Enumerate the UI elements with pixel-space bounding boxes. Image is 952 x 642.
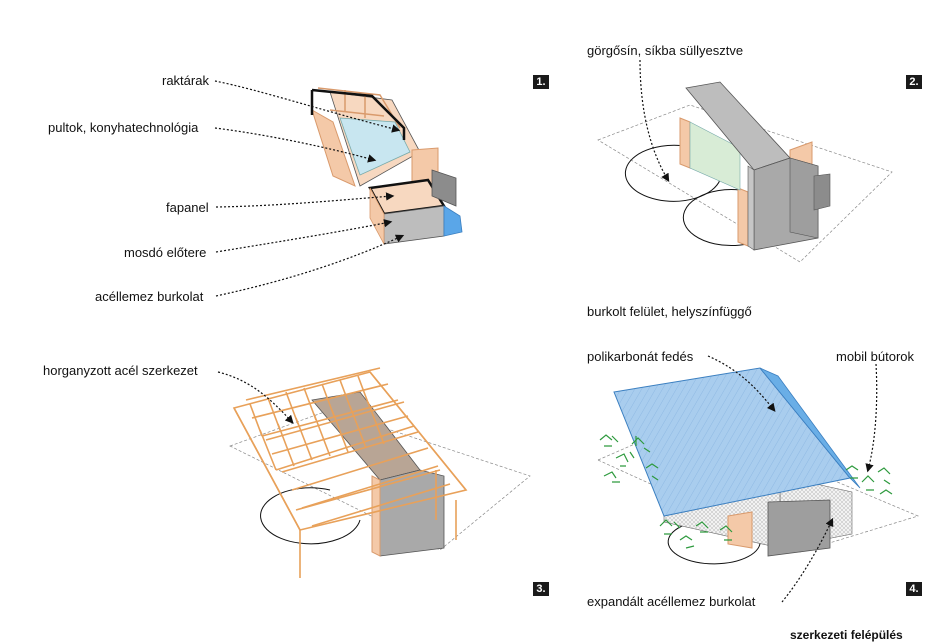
- panel-3-drawing: [217, 367, 531, 578]
- panel-4-drawing: [597, 355, 920, 603]
- label-burkolt-felulet: burkolt felület, helyszínfüggő: [587, 304, 752, 319]
- label-horganyzott: horganyzott acél szerkezet: [43, 363, 198, 378]
- label-gorgosin: görgősín, síkba süllyesztve: [587, 43, 744, 58]
- label-acellemez-burkolat: acéllemez burkolat: [95, 289, 204, 304]
- panel-1-drawing: [214, 80, 463, 297]
- panel-2-drawing: [597, 59, 893, 263]
- label-raktarak: raktárak: [162, 73, 209, 88]
- label-mobil-butorok: mobil bútorok: [836, 349, 915, 364]
- label-pultok: pultok, konyhatechnológia: [48, 120, 199, 135]
- label-expandalt: expandált acéllemez burkolat: [587, 594, 756, 609]
- label-mosdo-elotere: mosdó előtere: [124, 245, 207, 260]
- panel-number-2: 2.: [906, 75, 922, 89]
- panel-number-4: 4.: [906, 582, 922, 596]
- panel-number-1: 1.: [533, 75, 549, 89]
- label-fapanel: fapanel: [166, 200, 209, 215]
- panel-number-3: 3.: [533, 582, 549, 596]
- label-polikarbonat: polikarbonát fedés: [587, 349, 694, 364]
